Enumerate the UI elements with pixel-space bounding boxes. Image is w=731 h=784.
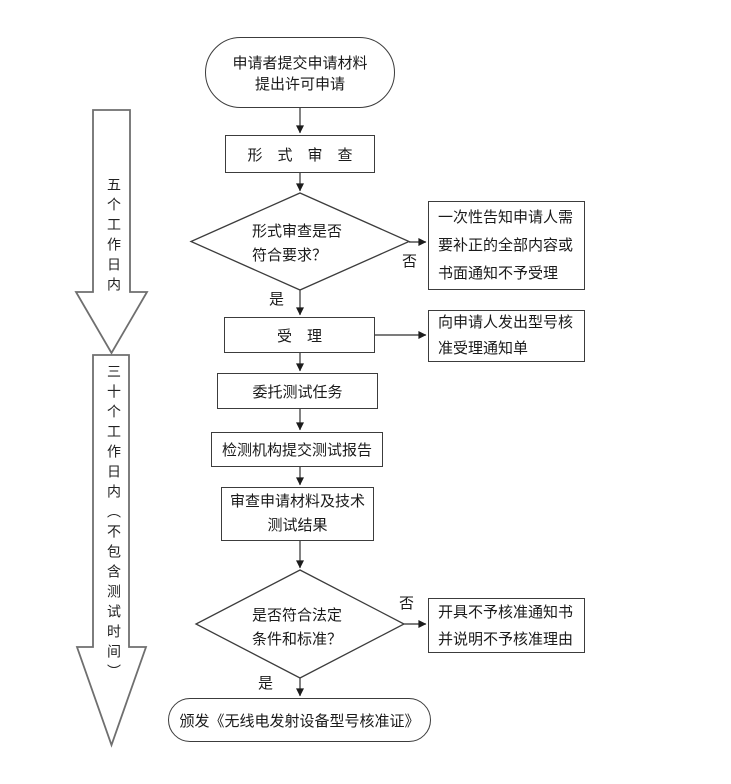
rejection-notice-node: 开具不予核准通知书 并说明不予核准理由 xyxy=(428,598,585,653)
formal-review-node: 形 式 审 查 xyxy=(225,135,375,173)
notify-correction-node: 一次性告知申请人需 要补正的全部内容或 书面通知不予受理 xyxy=(428,201,585,290)
timeline-five-days-label: 五个工作日内 xyxy=(106,177,122,297)
rejection-notice-label: 开具不予核准通知书 并说明不予核准理由 xyxy=(438,603,574,648)
edge-label-yes-1: 是 xyxy=(269,291,285,308)
accept-label: 受 理 xyxy=(276,327,322,345)
timeline-arrow-five-days-shape xyxy=(74,109,149,355)
entrust-test-label: 委托测试任务 xyxy=(252,383,343,401)
review-materials-label: 审查申请材料及技术 测试结果 xyxy=(229,493,365,534)
edge-label-yes-2: 是 xyxy=(258,675,274,692)
decision-legal-standard-label: 是否符合法定 条件和标准？ xyxy=(252,607,343,648)
accept-node: 受 理 xyxy=(224,317,375,353)
issue-cert-node: 颁发《无线电发射设备型号核准证》 xyxy=(168,698,431,742)
decision-formal-review-label: 形式审查是否 符合要求？ xyxy=(252,223,343,264)
acceptance-notice-node: 向申请人发出型号核 准受理通知单 xyxy=(428,310,585,362)
edge-label-no-1: 否 xyxy=(402,253,418,270)
start-node-label: 申请者提交申请材料 提出许可申请 xyxy=(232,54,368,93)
edge-label-no-2: 否 xyxy=(399,595,415,612)
issue-cert-label: 颁发《无线电发射设备型号核准证》 xyxy=(179,712,420,730)
timeline-thirty-days-label: 三十个工作日内（不包含测试时间） xyxy=(106,364,122,684)
review-materials-node: 审查申请材料及技术 测试结果 xyxy=(221,487,374,541)
test-report-label: 检测机构提交测试报告 xyxy=(221,442,372,459)
formal-review-label: 形 式 审 查 xyxy=(247,146,353,164)
decision-formal-review-shape xyxy=(189,192,411,291)
timeline-arrow-thirty-days-shape xyxy=(75,354,148,748)
test-report-node: 检测机构提交测试报告 xyxy=(211,432,383,467)
notify-correction-label: 一次性告知申请人需 要补正的全部内容或 书面通知不予受理 xyxy=(438,208,574,282)
entrust-test-node: 委托测试任务 xyxy=(217,373,378,409)
start-node: 申请者提交申请材料 提出许可申请 xyxy=(205,37,395,108)
acceptance-notice-label: 向申请人发出型号核 准受理通知单 xyxy=(438,314,574,357)
decision-legal-standard-shape xyxy=(194,569,406,679)
